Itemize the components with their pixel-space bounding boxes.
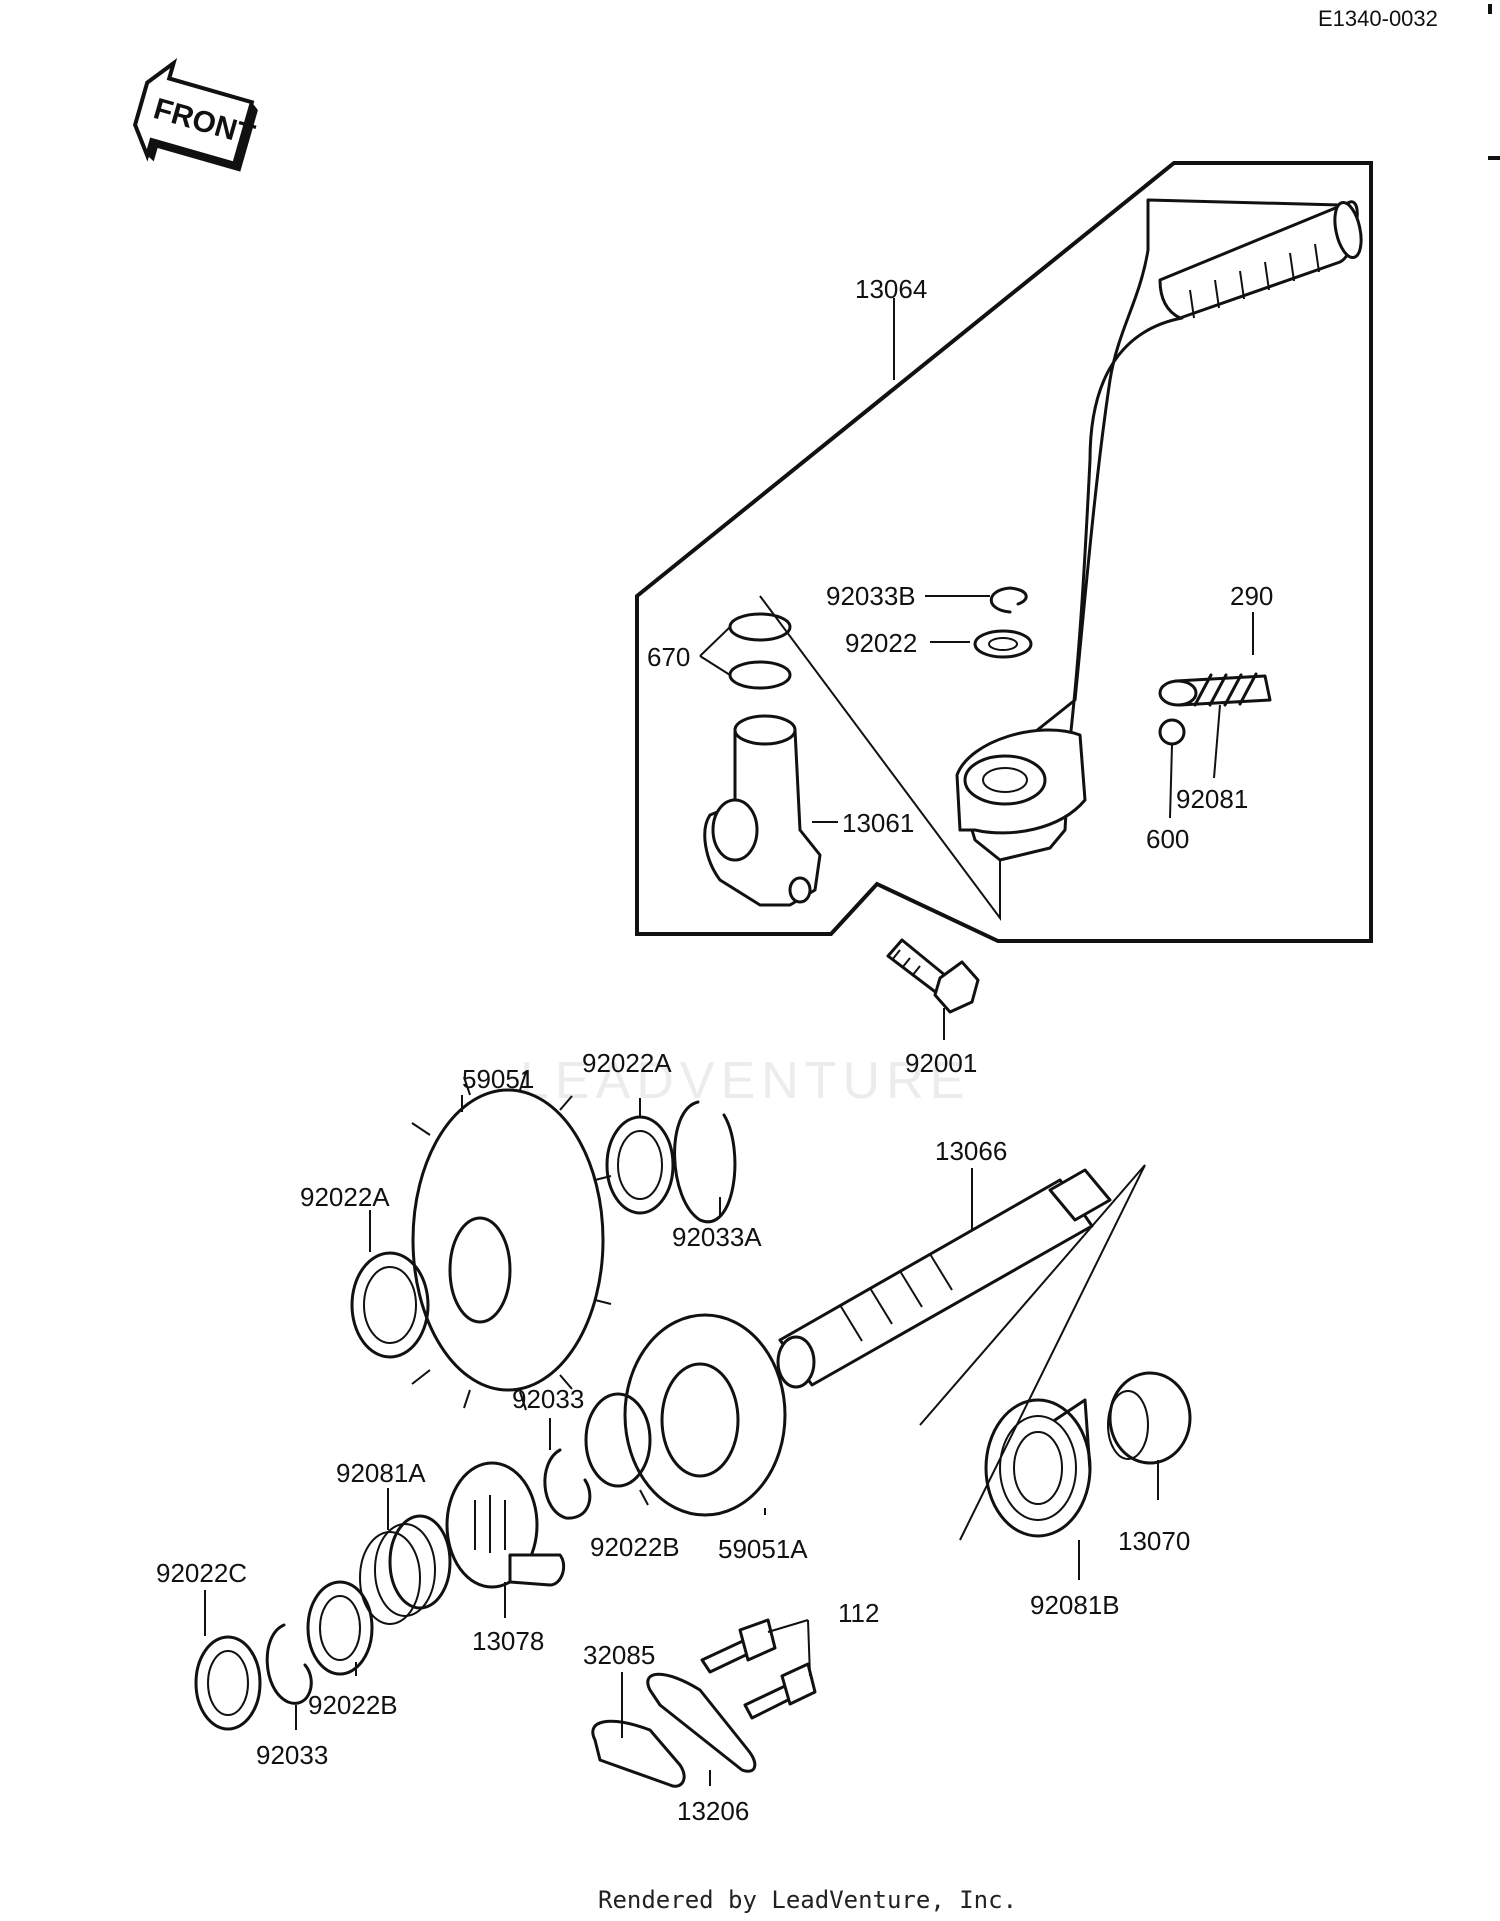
- plug-290: [1158, 679, 1198, 707]
- ratchet-13061: [703, 714, 822, 907]
- ball-600: [1158, 718, 1186, 746]
- gear-59051: [411, 1071, 612, 1411]
- watermark-text: LEADVENTURE: [520, 1052, 970, 1110]
- callout-92033b: 92033B: [826, 581, 916, 611]
- callout-92022a-top: 92022A: [582, 1048, 672, 1078]
- callout-112: 112: [838, 1598, 879, 1628]
- circlip-92033-mid: [543, 1448, 592, 1520]
- callout-13078: 13078: [472, 1626, 544, 1656]
- circlip-92033-low: [265, 1623, 313, 1705]
- callout-59051a: 59051A: [718, 1534, 808, 1564]
- spring-92081: [1193, 672, 1258, 707]
- o-ring-670-b: [728, 660, 792, 690]
- callout-92033-low: 92033: [256, 1740, 328, 1770]
- callout-13070: 13070: [1118, 1526, 1190, 1556]
- o-ring-670-a: [728, 612, 792, 642]
- callout-92022a-left: 92022A: [300, 1182, 390, 1212]
- assembly-guide-lines: [759, 595, 1001, 922]
- front-arrow-icon: FRONT: [132, 58, 258, 172]
- washer-92022b-low: [306, 1580, 374, 1676]
- diagram-code: E1340-0032: [1318, 6, 1438, 31]
- callout-600: 600: [1146, 824, 1189, 854]
- kick-pedal-arm: [955, 198, 1363, 862]
- callout-92033-mid: 92033: [512, 1384, 584, 1414]
- spring-guide-lines: [919, 1164, 1146, 1541]
- circlip-92033a: [673, 1100, 737, 1224]
- washer-92022: [973, 629, 1033, 659]
- washer-92022a-left: [350, 1251, 430, 1359]
- callout-59051: 59051: [462, 1064, 534, 1094]
- callout-92022: 92022: [845, 628, 917, 658]
- guide-13070: [1107, 1371, 1192, 1465]
- spring-92081a: [388, 1514, 452, 1610]
- callout-13064: 13064: [855, 274, 927, 304]
- callout-290: 290: [1230, 581, 1273, 611]
- callout-92022b-mid: 92022B: [590, 1532, 680, 1562]
- callout-92022b-low: 92022B: [308, 1690, 398, 1720]
- callout-92081: 92081: [1176, 784, 1248, 814]
- circlip-92033b: [989, 586, 1028, 614]
- plate-13206: [646, 1672, 757, 1773]
- callout-13206: 13206: [677, 1796, 749, 1826]
- callout-92081a: 92081A: [336, 1458, 426, 1488]
- washer-92022b-mid: [584, 1392, 652, 1488]
- footer-credit: Rendered by LeadVenture, Inc.: [598, 1886, 1017, 1914]
- ratchet-13078: [445, 1461, 566, 1589]
- gear-59051a: [623, 1313, 787, 1517]
- kick-shaft-13066: [776, 1168, 1112, 1389]
- callout-32085: 32085: [583, 1640, 655, 1670]
- bolts-112: [700, 1618, 817, 1720]
- callout-92022c: 92022C: [156, 1558, 247, 1588]
- leader-lines: [204, 298, 1254, 1786]
- washer-92022c: [194, 1635, 262, 1731]
- callout-13066: 13066: [935, 1136, 1007, 1166]
- assembly-13064-outline: [635, 161, 1373, 943]
- callout-92033a: 92033A: [672, 1222, 762, 1252]
- callout-13061: 13061: [842, 808, 914, 838]
- callout-92081b: 92081B: [1030, 1590, 1120, 1620]
- callout-670: 670: [647, 642, 690, 672]
- plate-32085: [591, 1719, 686, 1788]
- bolt-92001: [886, 938, 980, 1014]
- spring-92081b: [984, 1398, 1092, 1538]
- callout-92001: 92001: [905, 1048, 977, 1078]
